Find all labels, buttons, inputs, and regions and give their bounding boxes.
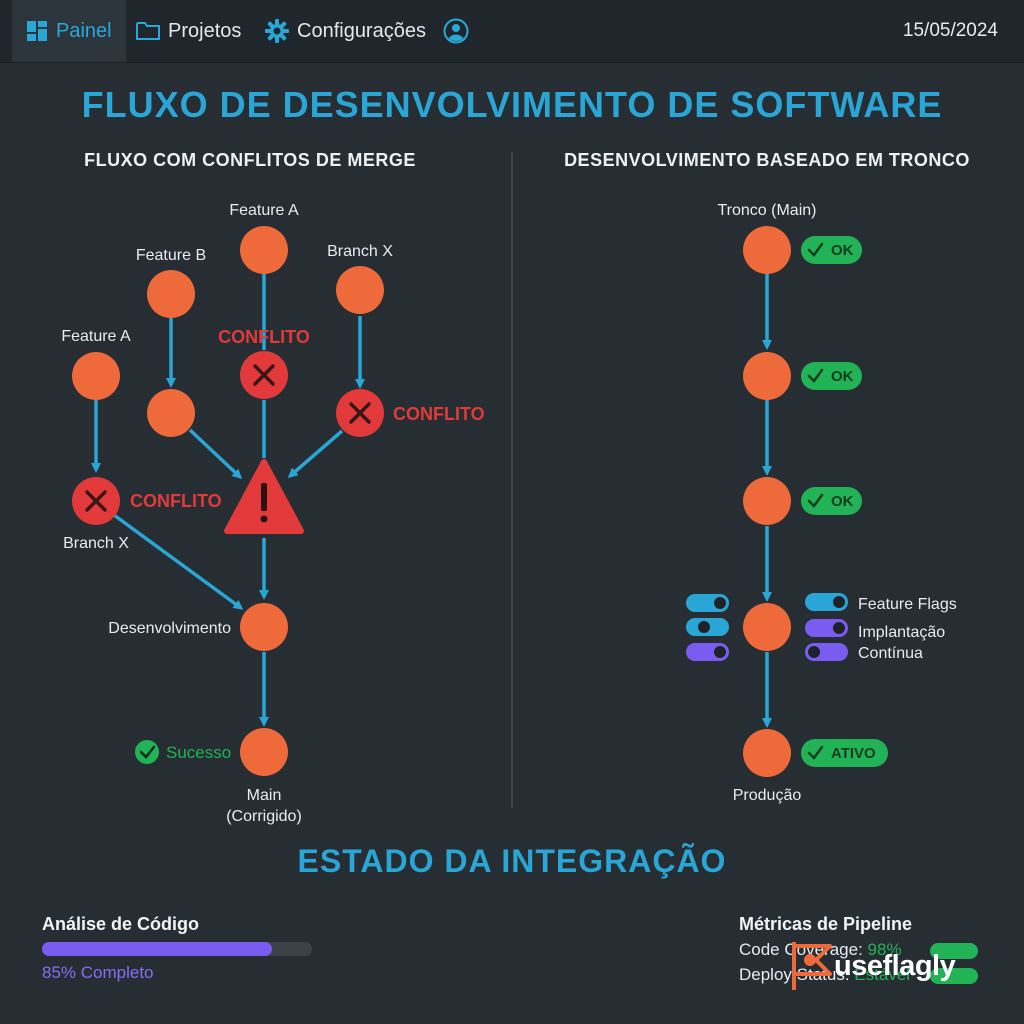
progress-fill (42, 942, 272, 956)
edge-conflict-right-to-warning (287, 429, 344, 478)
conflict-node-left (72, 477, 120, 525)
deploy-status-bar (930, 968, 978, 984)
code-coverage-bar (930, 943, 978, 959)
label-feature-flags: Feature Flags (858, 596, 957, 613)
trunk-node-2 (743, 352, 791, 400)
nav-item-configuracoes[interactable]: Configurações (265, 0, 426, 62)
status-badge-label: OK (831, 242, 854, 259)
node-feature-b-child (147, 389, 195, 437)
label-continua: Contínua (858, 645, 923, 662)
nav-item-label: Projetos (168, 19, 242, 42)
label-branch-x-bottom: Branch X (63, 535, 129, 552)
label-producao: Produção (733, 787, 802, 804)
feature-toggle-left-2 (686, 618, 729, 636)
nav-item-label: Painel (56, 19, 112, 42)
label-feature-b: Feature B (136, 247, 206, 264)
code-analysis-status: 85% Completo (42, 963, 154, 982)
dashboard-icon (27, 21, 47, 41)
label-main: Main (247, 787, 282, 804)
conflict-label-right: CONFLITO (393, 404, 485, 424)
label-trunk-main: Tronco (Main) (718, 202, 817, 219)
nav-item-label: Configurações (297, 19, 426, 42)
feature-toggle-right-3 (805, 643, 848, 661)
user-icon (443, 18, 469, 44)
status-badge-label: OK (831, 368, 854, 385)
node-desenvolvimento (240, 603, 288, 651)
left-section-heading: FLUXO COM CONFLITOS DE MERGE (84, 150, 416, 170)
status-badge-label: ATIVO (831, 745, 876, 762)
gear-icon (265, 19, 289, 43)
user-profile-button[interactable] (443, 0, 477, 62)
node-feature-a-top (240, 226, 288, 274)
edge-node-to-warning (188, 428, 243, 480)
node-feature-a-left (72, 352, 120, 400)
warning-triangle-icon (224, 459, 304, 534)
trunk-node-3 (743, 477, 791, 525)
conflict-node-center (240, 351, 288, 399)
node-branch-x-top (336, 266, 384, 314)
success-indicator: Sucesso (135, 740, 231, 764)
check-icon (807, 242, 824, 257)
nav-item-projetos[interactable]: Projetos (136, 0, 241, 62)
label-feature-a-top: Feature A (229, 202, 299, 219)
status-badge-ok-3: OK (801, 487, 862, 515)
label-desenvolvimento: Desenvolvimento (108, 620, 231, 637)
page-title: FLUXO DE DESENVOLVIMENTO DE SOFTWARE (81, 84, 943, 125)
conflict-label-left: CONFLITO (130, 491, 222, 511)
status-badge-ativo: ATIVO (801, 739, 888, 767)
deploy-status-value: Estável (854, 965, 911, 984)
code-coverage-metric: Code Coverage: 98% (739, 940, 902, 960)
label-feature-a-left: Feature A (61, 328, 131, 345)
top-navigation-bar: Painel Projetos Configurações 15/05/2024 (0, 0, 1024, 63)
nav-item-painel[interactable]: Painel (12, 0, 126, 62)
code-coverage-value: 98% (867, 940, 902, 959)
conflict-node-right (336, 389, 384, 437)
check-circle-icon (135, 740, 159, 764)
node-feature-b (147, 270, 195, 318)
current-date: 15/05/2024 (902, 20, 998, 41)
label-implantacao: Implantação (858, 624, 945, 641)
code-analysis-progress-bar (42, 942, 312, 956)
status-badge-ok-1: OK (801, 236, 862, 264)
edge-branch-x-to-desenvolvimento (112, 513, 244, 610)
right-section-heading: DESENVOLVIMENTO BASEADO EM TRONCO (564, 150, 970, 170)
label-main-corrigido: (Corrigido) (226, 808, 302, 825)
label-branch-x-top: Branch X (327, 243, 393, 260)
conflict-label-center: CONFLITO (218, 327, 310, 347)
success-label: Sucesso (166, 743, 231, 762)
code-coverage-label: Code Coverage: (739, 940, 863, 959)
trunk-node-4 (743, 603, 791, 651)
feature-toggle-left-1 (686, 594, 729, 612)
trunk-node-producao (743, 729, 791, 777)
feature-toggle-left-3 (686, 643, 729, 661)
code-analysis-title: Análise de Código (42, 914, 200, 934)
check-icon (807, 745, 824, 760)
feature-toggle-right-1 (805, 593, 848, 611)
logo-wordmark: useflagly (834, 949, 956, 982)
feature-toggle-right-2 (805, 619, 848, 637)
status-badge-ok-2: OK (801, 362, 862, 390)
pipeline-metrics-title: Métricas de Pipeline (739, 914, 913, 934)
status-badge-label: OK (831, 493, 854, 510)
check-icon (807, 493, 824, 508)
flag-logo-icon (792, 942, 832, 990)
folder-icon (136, 22, 160, 40)
check-icon (807, 368, 824, 383)
integration-heading: ESTADO DA INTEGRAÇÃO (297, 843, 727, 879)
useflagly-logo: useflagly (790, 940, 956, 992)
trunk-node-1 (743, 226, 791, 274)
node-main (240, 728, 288, 776)
section-divider (511, 152, 513, 808)
